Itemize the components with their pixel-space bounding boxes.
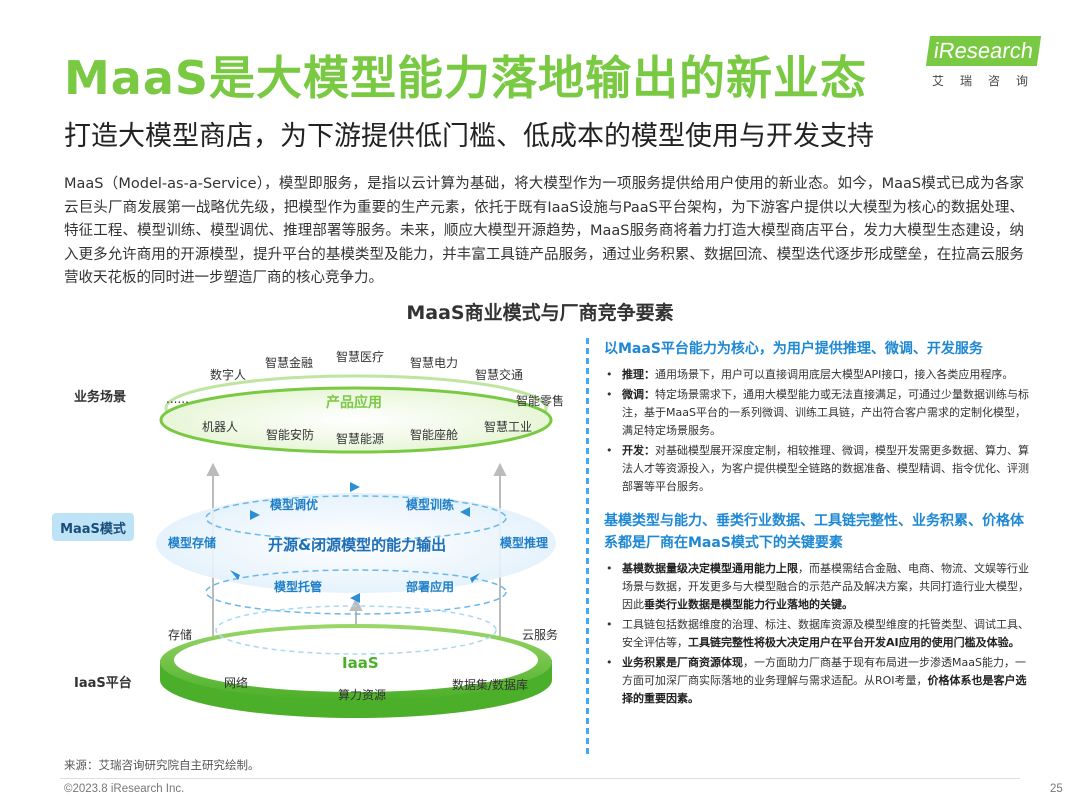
top-item: 智慧医疗 (336, 350, 385, 364)
top-item: ...... (166, 392, 189, 406)
page-subtitle: 打造大模型商店，为下游提供低门槛、低成本的模型使用与开发支持 (64, 121, 874, 152)
maas-diagram: 业务场景 MaaS模式 IaaS平台 数字人 智慧金融 智慧医疗 智慧电力 智慧… (52, 330, 580, 760)
bottom-item: 网络 (224, 676, 249, 690)
page-title: MaaS是大模型能力落地输出的新业态 (64, 51, 867, 105)
bullet-bold: 基模数据量级决定模型通用能力上限 (622, 562, 798, 575)
bullet-bold: 推理： (622, 368, 655, 381)
product-center-label: 产品应用 (326, 395, 382, 411)
mid-item: 部署应用 (406, 580, 455, 594)
layer-label-iaas: IaaS平台 (74, 676, 132, 691)
top-item: 数字人 (210, 368, 247, 382)
logo-subtext: 艾瑞咨询 (932, 74, 1045, 88)
list-item: 基模数据量级决定模型通用能力上限，而基模需结合金融、电商、物流、文娱等行业场景与… (604, 560, 1032, 614)
bullet-text: ，一方面助力厂商基于现有布局进一步渗透MaaS能力，一方面可加深厂商实际落地的业… (622, 656, 1026, 687)
bullet-text: 工具链包括数据维度的治理、标注、数据库资源及模型维度的托管类型、调试工具、安全评… (622, 618, 1029, 649)
top-item: 智慧能源 (336, 432, 385, 446)
mid-center-label: 开源&闭源模型的能力输出 (268, 536, 447, 554)
list-item: 业务积累是厂商资源体现，一方面助力厂商基于现有布局进一步渗透MaaS能力，一方面… (604, 654, 1032, 708)
layer-label-maas: MaaS模式 (52, 513, 134, 541)
bottom-item: 云服务 (522, 628, 559, 642)
top-item: 智慧金融 (265, 356, 314, 370)
list-item: 推理：通用场景下，用户可以直接调用底层大模型API接口，接入各类应用程序。 (604, 366, 1032, 384)
right-panel: 以MaaS平台能力为核心，为用户提供推理、微调、开发服务 推理：通用场景下，用户… (604, 338, 1032, 710)
mid-item: 模型存储 (168, 536, 217, 550)
iaas-center-label: IaaS (342, 654, 379, 672)
source-note: 来源：艾瑞咨询研究院自主研究绘制。 (64, 758, 260, 772)
diagram-graphic (156, 374, 556, 718)
bullet-bold: 价格体系也是客户选择的重要因素。 (622, 674, 1027, 705)
top-item: 智慧交通 (475, 368, 524, 382)
bottom-item: 算力资源 (338, 688, 387, 702)
top-item: 智能安防 (266, 428, 315, 442)
list-item: 微调：特定场景需求下，通用大模型能力或无法直接满足，可通过少量数据训练与标注，基… (604, 386, 1032, 440)
bullet-text: ，而基模需结合金融、电商、物流、文娱等行业场景与数据，开发更多与大模型融合的示范… (622, 562, 1029, 611)
bullet-bold: 微调： (622, 388, 655, 401)
top-item: 智能零售 (516, 394, 565, 408)
section2-heading: 基模类型与能力、垂类行业数据、工具链完整性、业务积累、价格体系都是厂商在MaaS… (604, 513, 1024, 551)
footer-divider (60, 778, 1020, 779)
bullet-bold: 业务积累是厂商资源体现 (622, 656, 743, 669)
bullet-text: 通用场景下，用户可以直接调用底层大模型API接口，接入各类应用程序。 (655, 368, 1014, 381)
diagram-title: MaaS商业模式与厂商竞争要素 (406, 302, 674, 324)
top-item: 智能座舱 (410, 428, 459, 442)
section2-bullets: 基模数据量级决定模型通用能力上限，而基模需结合金融、电商、物流、文娱等行业场景与… (604, 560, 1032, 708)
section1-heading: 以MaaS平台能力为核心，为用户提供推理、微调、开发服务 (604, 341, 983, 357)
mid-item: 模型推理 (500, 536, 549, 550)
mid-item: 模型调优 (270, 498, 319, 512)
list-item: 工具链包括数据维度的治理、标注、数据库资源及模型维度的托管类型、调试工具、安全评… (604, 616, 1032, 652)
mid-item: 模型托管 (274, 580, 323, 594)
top-item: 机器人 (202, 420, 239, 434)
bullet-text: 对基础模型展开深度定制，相较推理、微调，模型开发需更多数据、算力、算法人才等资源… (622, 444, 1029, 493)
logo-text: iResearch (925, 36, 1042, 66)
bottom-item: 数据集/数据库 (452, 678, 529, 692)
copyright: ©2023.8 iResearch Inc. (64, 783, 185, 795)
page-number: 25 (1050, 783, 1063, 795)
bottom-item: 存储 (168, 628, 193, 642)
mid-item: 模型训练 (406, 498, 455, 512)
bullet-bold: 垂类行业数据是模型能力行业落地的关键。 (644, 598, 853, 611)
top-item: 智慧工业 (484, 420, 533, 434)
list-item: 开发：对基础模型展开深度定制，相较推理、微调，模型开发需更多数据、算力、算法人才… (604, 442, 1032, 496)
flow-arrows (230, 482, 480, 603)
section-divider (586, 338, 589, 758)
layer-label-business: 业务场景 (74, 390, 127, 405)
top-item: 智慧电力 (410, 356, 459, 370)
bullet-bold: 工具链完整性将极大决定用户在平台开发AI应用的使用门槛及体验。 (688, 636, 1020, 649)
bullet-bold: 开发： (622, 444, 655, 457)
section1-bullets: 推理：通用场景下，用户可以直接调用底层大模型API接口，接入各类应用程序。 微调… (604, 366, 1032, 496)
bullet-text: 特定场景需求下，通用大模型能力或无法直接满足，可通过少量数据训练与标注，基于Ma… (622, 388, 1029, 437)
intro-paragraph: MaaS（Model-as-a-Service），模型即服务，是指以云计算为基础… (64, 176, 1024, 286)
iresearch-logo: iResearch 艾瑞咨询 (925, 36, 1050, 89)
